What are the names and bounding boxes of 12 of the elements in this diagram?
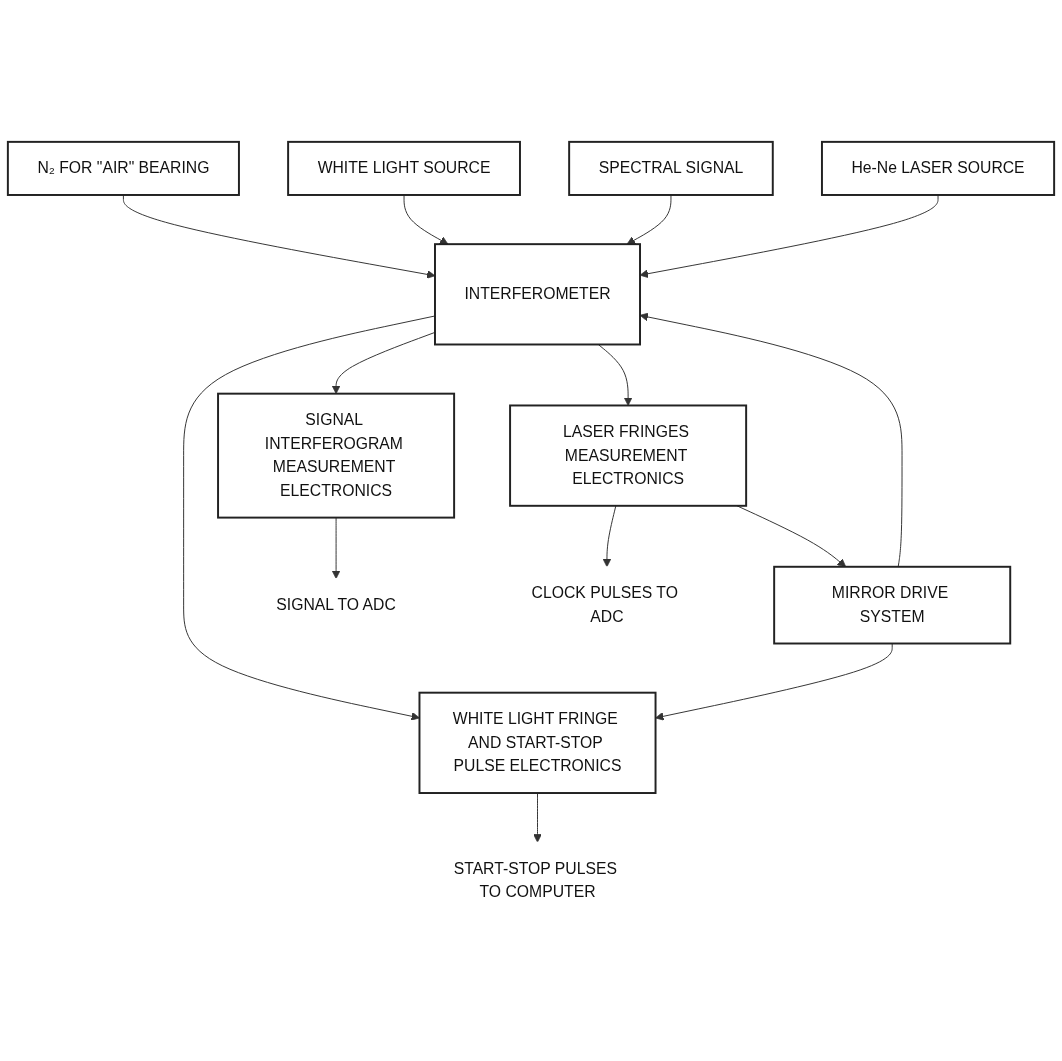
node-text: CLOCK PULSES TO ADC (531, 584, 678, 625)
node-box: WHITE LIGHT FRINGE AND START-STOP PULSE ELECTRONICS (418, 691, 657, 795)
node-box: SIGNAL INTERFEROGRAM MEASUREMENT ELECTRONICS (217, 392, 456, 519)
node-box: N₂ FOR "AIR" BEARING (6, 141, 240, 197)
node-box: MIRROR DRIVE SYSTEM (773, 565, 1012, 645)
node-box: INTERFEROMETER (434, 243, 641, 346)
node-box: LASER FRINGES MEASUREMENT ELECTRONICS (509, 404, 748, 507)
node-text: START-STOP PULSES TO COMPUTER (453, 860, 617, 901)
node-box: SPECTRAL SIGNAL (568, 141, 774, 197)
node-text: SIGNAL TO ADC (276, 596, 396, 614)
node-box: He-Ne LASER SOURCE (820, 141, 1056, 197)
node-box: WHITE LIGHT SOURCE (287, 141, 521, 197)
